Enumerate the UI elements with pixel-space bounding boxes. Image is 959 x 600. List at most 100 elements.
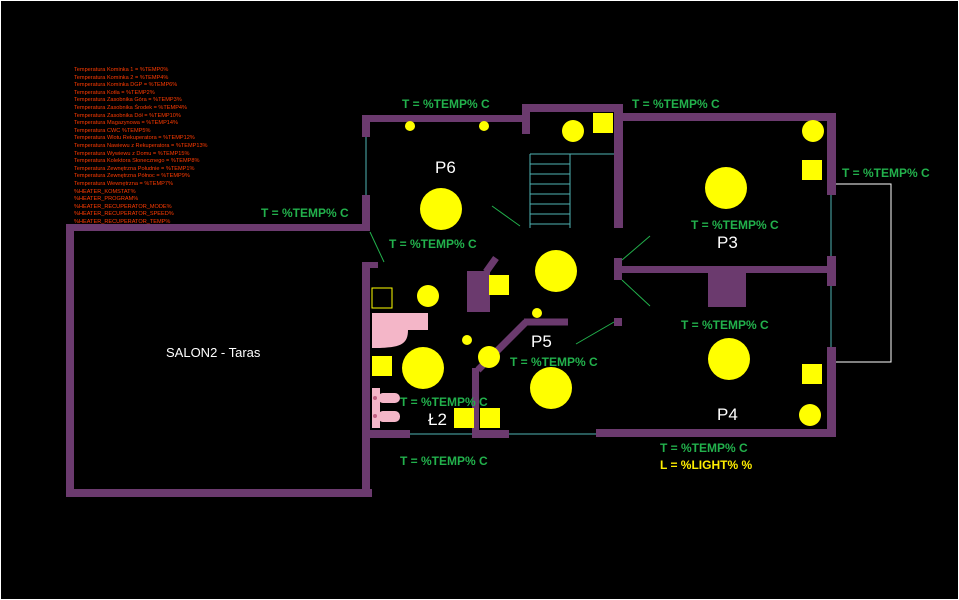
light-bulb-small[interactable]	[802, 120, 824, 142]
wall	[362, 430, 410, 438]
variable-line: Temperatura Nawiewu z Rekuperatora = %TE…	[74, 142, 208, 149]
light-bulb[interactable]	[708, 338, 750, 380]
wall	[614, 113, 836, 121]
door-line	[369, 231, 385, 263]
light-spot[interactable]	[479, 121, 489, 131]
wall	[66, 224, 369, 231]
shower-outline	[371, 287, 393, 309]
bathtub	[372, 313, 428, 348]
light-spot[interactable]	[532, 308, 542, 318]
variable-line: Temperatura Magazynowa = %TEMP14%	[74, 120, 178, 127]
temp-label-p4: T = %TEMP% C	[681, 318, 769, 332]
wall	[614, 258, 622, 280]
variable-line: %HEATER_RECUPERATOR_SPEED%	[74, 211, 174, 218]
wall	[362, 262, 370, 494]
light-bulb-small[interactable]	[417, 285, 439, 307]
wall	[614, 104, 623, 228]
variable-line: Temperatura CWC %TEMP5%	[74, 127, 151, 134]
balcony	[836, 183, 892, 363]
variable-line: Temperatura Zasobnika Dół = %TEMP10%	[74, 112, 181, 119]
wall	[827, 113, 836, 195]
door-line	[621, 279, 651, 307]
temp-label-l2: T = %TEMP% C	[400, 395, 488, 409]
room-label-salon2: SALON2 - Taras	[166, 345, 261, 360]
switch[interactable]	[802, 364, 822, 384]
temp-label-hall: T = %TEMP% C	[389, 237, 477, 251]
variable-line: Temperatura Wewnętrzna = %TEMP7%	[74, 180, 173, 187]
sink-counter	[372, 388, 380, 428]
light-bulb[interactable]	[705, 167, 747, 209]
temp-label-p5: T = %TEMP% C	[510, 355, 598, 369]
tap	[373, 414, 377, 418]
bathroom-fixtures	[371, 287, 428, 428]
variable-line: Temperatura Kotła = %TEMP2%	[74, 89, 155, 96]
variable-line: Temperatura Kominka DGP = %TEMP6%	[74, 82, 178, 89]
room-label-p3: P3	[717, 233, 738, 252]
variable-line: %HEATER_KOMSTAT%	[74, 188, 136, 195]
room-label-p6: P6	[435, 158, 456, 177]
stairs	[529, 154, 571, 228]
temp-label-l2-outside: T = %TEMP% C	[400, 454, 488, 468]
switch[interactable]	[593, 113, 613, 133]
wall	[827, 347, 836, 437]
variable-line: Temperatura Wywiewu z Domu = %TEMP15%	[74, 150, 190, 157]
wall	[362, 115, 370, 137]
wall	[370, 262, 378, 268]
room-label-p5: P5	[531, 332, 552, 351]
light-spot[interactable]	[462, 335, 472, 345]
light-bulb-small[interactable]	[562, 120, 584, 142]
lights	[402, 120, 824, 426]
wall	[472, 430, 509, 438]
temp-label-p3-outside: T = %TEMP% C	[842, 166, 930, 180]
switches	[372, 113, 822, 428]
door-lines	[369, 205, 651, 345]
wall	[362, 115, 525, 122]
switch[interactable]	[454, 408, 474, 428]
variable-line: Temperatura Zasobnika Góra = %TEMP3%	[74, 97, 182, 104]
variable-line: %HEATER_RECUPERATOR_MODE%	[74, 203, 172, 210]
wall	[596, 429, 836, 437]
light-bulb[interactable]	[402, 347, 444, 389]
wall	[614, 266, 832, 273]
temp-label-p6: T = %TEMP% C	[402, 97, 490, 111]
switch[interactable]	[489, 275, 509, 295]
wall	[522, 104, 530, 134]
light-bulb[interactable]	[420, 188, 462, 230]
temp-label-stairs: T = %TEMP% C	[632, 97, 720, 111]
light-bulb-small[interactable]	[478, 346, 500, 368]
wall-block	[708, 273, 746, 307]
variable-line: Temperatura Wlotu Rekuperatora = %TEMP12…	[74, 135, 195, 142]
switch[interactable]	[480, 408, 500, 428]
door-line	[491, 205, 521, 227]
variable-line: %HEATER_PROGRAM%	[74, 196, 139, 203]
room-label-l2: Ł2	[428, 410, 447, 429]
switch[interactable]	[372, 356, 392, 376]
room-label-p4: P4	[717, 405, 738, 424]
variable-line: Temperatura Zewnętrzna Południe = %TEMP1…	[74, 165, 195, 172]
wall	[472, 368, 479, 438]
walls	[66, 104, 836, 497]
variable-line: Temperatura Zewnętrzna Północ = %TEMP9%	[74, 173, 190, 180]
light-bulb[interactable]	[530, 367, 572, 409]
light-spot[interactable]	[405, 121, 415, 131]
wall	[66, 489, 372, 497]
light-bulb-small[interactable]	[799, 404, 821, 426]
variable-line: Temperatura Kominka 1 = %TEMP0%	[74, 67, 169, 73]
wall	[614, 318, 622, 326]
wall	[362, 195, 370, 231]
windows	[365, 137, 832, 435]
light-level-label: L = %LIGHT% %	[660, 458, 753, 472]
switch[interactable]	[802, 160, 822, 180]
variable-line: Temperatura Zasobnika Środek = %TEMP4%	[74, 104, 188, 111]
light-bulb[interactable]	[535, 250, 577, 292]
wall	[522, 104, 623, 112]
variable-line: Temperatura Kominka 2 = %TEMP4%	[74, 74, 169, 81]
tap	[373, 396, 377, 400]
sink	[378, 411, 400, 422]
door-line	[621, 235, 651, 261]
door-line	[575, 321, 615, 345]
temp-label-p3: T = %TEMP% C	[691, 218, 779, 232]
sink	[378, 393, 400, 403]
